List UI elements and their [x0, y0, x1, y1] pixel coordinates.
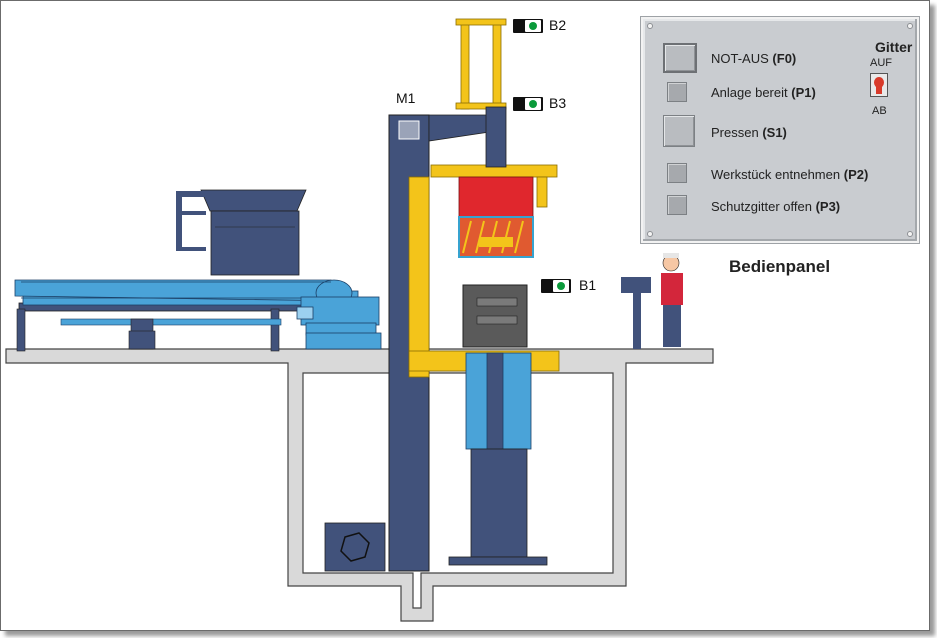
upper-gate-frame: [455, 18, 507, 168]
not-aus-button[interactable]: [663, 43, 697, 73]
screw: [907, 23, 913, 29]
gitter-ab-label: AB: [872, 105, 887, 117]
werkstueck-lamp: [667, 163, 687, 183]
material-hopper: [176, 189, 307, 276]
sensor-b1-label: B1: [579, 277, 597, 293]
motor-m1-label: M1: [396, 90, 416, 106]
hydraulic-cylinder: [448, 352, 548, 566]
schutzgitter-lamp: [667, 195, 687, 215]
sensor-b1-indicator: [541, 279, 571, 293]
pressen-label: Pressen (S1): [711, 125, 787, 140]
gitter-title: Gitter: [875, 39, 913, 55]
operator-console: [621, 253, 683, 349]
screw: [647, 231, 653, 237]
sensor-b2-indicator: [513, 19, 543, 33]
hydraulic-unit: [324, 522, 386, 572]
screw: [907, 231, 913, 237]
panel-title: Bedienpanel: [729, 257, 831, 276]
sensor-b2-label: B2: [549, 17, 567, 33]
floor-and-pit: [5, 348, 714, 622]
anlage-bereit-label: Anlage bereit (P1): [711, 85, 816, 100]
not-aus-label: NOT-AUS (F0): [711, 51, 797, 66]
pressen-button[interactable]: [663, 115, 695, 147]
conveyor-drive: [296, 296, 382, 350]
screw: [647, 23, 653, 29]
press-die: [462, 284, 528, 348]
werkstueck-label: Werkstück entnehmen (P2): [711, 167, 869, 182]
schutzgitter-label: Schutzgitter offen (P3): [711, 199, 841, 214]
plant-scene: [5, 18, 714, 622]
gitter-auf-label: AUF: [870, 57, 892, 69]
control-panel: NOT-AUS (F0) Anlage bereit (P1) Pressen …: [640, 16, 920, 244]
anlage-bereit-lamp: [667, 82, 687, 102]
gitter-key-switch[interactable]: [870, 73, 888, 97]
sensor-b3-indicator: [513, 97, 543, 111]
press-ram: [458, 176, 534, 258]
sensor-b3-label: B3: [549, 95, 567, 111]
